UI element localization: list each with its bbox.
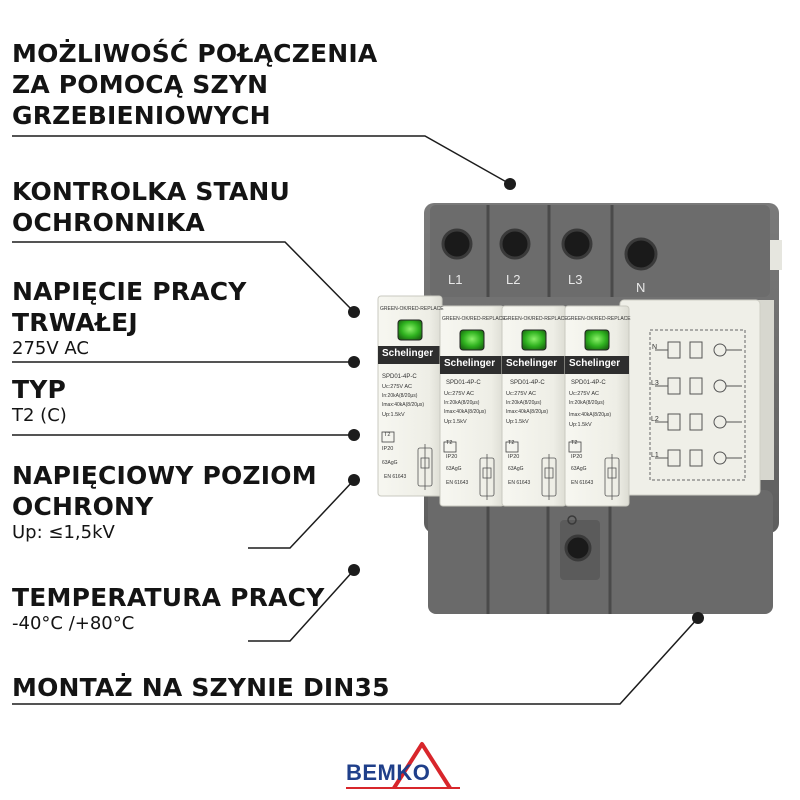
ip-label: IP20 [508,454,520,460]
brand-label: Schelinger [506,358,558,369]
ip-label: IP20 [382,446,394,452]
up-label: Up:1.5kV [506,419,529,425]
model-label: SPD01-4P-C [510,380,545,386]
feature-title: TYP [12,375,67,404]
feature-title: MOŻLIWOŚĆ POŁĄCZENIA ZA POMOCĄ SZYN GRZE… [12,39,378,130]
imax-label: Imax:40kA(8/20μs) [382,402,425,408]
standard-label: EN 61643 [571,480,594,486]
in-label: In:20kA(8/20μs) [444,400,480,406]
in-label: In:20kA(8/20μs) [506,400,542,406]
diagram-label-l1: L1 [651,452,659,459]
uc-label: Uc:275V AC [444,391,474,397]
fuse-label: 63AgG [382,460,398,466]
fuse-label: 63AgG [508,466,524,472]
logo-text: BEMKO [346,760,431,785]
fuse-label: 63AgG [446,466,462,472]
diagram-label-n: N [652,344,658,351]
terminal-label-l1: L1 [448,272,463,287]
model-label: SPD01-4P-C [382,374,417,380]
feature-comb-busbar: MOŻLIWOŚĆ POŁĄCZENIA ZA POMOCĄ SZYN GRZE… [12,38,377,131]
up-label: Up:1.5kV [382,412,405,418]
uc-label: Uc:275V AC [382,384,412,390]
feature-value: 275V AC [12,338,89,359]
imax-label: Imax:40kA(8/20μs) [444,409,487,415]
type-badge: T2 [571,440,578,446]
logo-triangle-icon [346,742,460,790]
ip-label: IP20 [446,454,458,460]
ip-label: IP20 [571,454,583,460]
in-label: In:20kA(8/20μs) [569,400,605,406]
up-label: Up:1.5kV [569,422,592,428]
terminal-label-n: N [636,280,646,295]
model-label: SPD01-4P-C [571,380,606,386]
imax-label: Imax:40kA(8/20μs) [569,412,612,418]
feature-type: TYP T2 (C) [12,374,67,427]
type-badge: T2 [446,440,453,446]
feature-title: NAPIĘCIOWY POZIOM OCHRONY [12,461,317,521]
terminal-label-l2: L2 [506,272,521,287]
diagram-label-l3: L3 [651,380,659,387]
type-badge: T2 [384,432,391,438]
feature-value: Up: ≤1,5kV [12,522,115,543]
indicator-label: GREEN-OK/RED-REPLACE [380,306,444,312]
uc-label: Uc:275V AC [569,391,599,397]
uc-label: Uc:275V AC [506,391,536,397]
feature-value: T2 (C) [12,405,67,426]
brand-label: Schelinger [444,358,496,369]
terminal-label-l3: L3 [568,272,583,287]
fuse-label: 63AgG [571,466,587,472]
standard-label: EN 61643 [446,480,469,486]
brand-label: Schelinger [569,358,621,369]
indicator-label: GREEN-OK/RED-REPLACE [442,316,506,322]
model-label: SPD01-4P-C [446,380,481,386]
diagram-label-l2: L2 [651,416,659,423]
standard-label: EN 61643 [384,474,407,480]
brand-label: Schelinger [382,348,434,359]
bemko-logo: BEMKO [340,738,470,792]
in-label: In:20kA(8/20μs) [382,393,418,399]
feature-protection-level: NAPIĘCIOWY POZIOM OCHRONY Up: ≤1,5kV [12,460,317,544]
indicator-label: GREEN-OK/RED-REPLACE [567,316,631,322]
indicator-label: GREEN-OK/RED-REPLACE [504,316,568,322]
up-label: Up:1.5kV [444,419,467,425]
standard-label: EN 61643 [508,480,531,486]
imax-label: Imax:40kA(8/20μs) [506,409,549,415]
type-badge: T2 [508,440,515,446]
